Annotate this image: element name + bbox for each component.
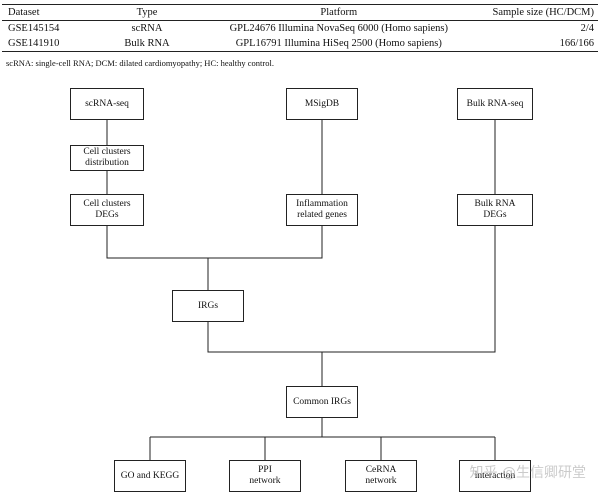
box-label-line1: Cell clusters (83, 199, 131, 209)
box-label-line2: network (365, 476, 397, 486)
box-label-line1: CeRNA (365, 465, 397, 475)
box-label: Bulk RNA-seq (466, 98, 524, 109)
cell-type: Bulk RNA (124, 38, 170, 49)
box-label: MSigDB (304, 98, 340, 109)
box-msigdb: MSigDB (286, 88, 358, 120)
cell-dataset: GSE145154 (8, 23, 60, 34)
dataset-table: Dataset Type Platform Sample size (HC/DC… (2, 4, 598, 52)
box-common-irgs: Common IRGs (286, 386, 358, 418)
box-label-line2: related genes (297, 210, 347, 220)
cell-dataset: GSE141910 (8, 38, 60, 49)
cell-platform: GPL16791 Illumina HiSeq 2500 (Homo sapie… (235, 38, 442, 49)
box-label-line1: PPI (258, 465, 272, 475)
box-cell-clusters-degs: Cell clusters DEGs (70, 194, 144, 226)
box-label-line2: network (249, 476, 281, 486)
box-label-line1: Cell clusters (83, 147, 131, 157)
box-irgs: IRGs (172, 290, 244, 322)
box-interaction: interaction (459, 460, 531, 492)
header-sample-size: Sample size (HC/DCM) (492, 7, 595, 18)
box-label: Common IRGs (293, 396, 351, 407)
box-label: IRGs (197, 300, 219, 311)
cell-type: scRNA (131, 23, 163, 34)
cell-sample-size: 2/4 (580, 23, 594, 34)
table-top-rule (2, 4, 598, 5)
table-row: GSE141910 Bulk RNA GPL16791 Illumina HiS… (2, 36, 598, 51)
watermark: 知乎 @生信卿研堂 (469, 465, 586, 481)
box-bulk-rna-seq: Bulk RNA-seq (457, 88, 533, 120)
box-label: scRNA-seq (85, 98, 129, 109)
table-header-rule (2, 20, 598, 21)
box-label-line2: DEGs (95, 210, 119, 220)
cell-platform: GPL24676 Illumina NovaSeq 6000 (Homo sap… (229, 23, 449, 34)
box-cerna-network: CeRNA network (345, 460, 417, 492)
table-footnote: scRNA: single-cell RNA; DCM: dilated car… (6, 58, 274, 68)
box-cell-clusters-distribution: Cell clusters distribution (70, 145, 144, 171)
box-bulk-rna-degs: Bulk RNA DEGs (457, 194, 533, 226)
cell-sample-size: 166/166 (559, 38, 594, 49)
connector-merge-to-irgs (106, 226, 323, 259)
table-header-row: Dataset Type Platform Sample size (HC/DC… (2, 5, 598, 20)
box-label: GO and KEGG (120, 470, 180, 481)
box-label-line2: distribution (85, 158, 129, 168)
box-label-line1: Bulk RNA (474, 199, 516, 209)
box-inflammation-genes: Inflammation related genes (286, 194, 358, 226)
header-type: Type (136, 7, 158, 18)
box-scrna-seq: scRNA-seq (70, 88, 144, 120)
box-label-line2: DEGs (483, 210, 507, 220)
connector-irgs-bulk-merge (207, 226, 496, 353)
box-label-line2: interaction (474, 470, 516, 481)
box-label-line1: Inflammation (296, 199, 348, 209)
header-platform: Platform (320, 7, 358, 18)
box-ppi-network: PPI network (229, 460, 301, 492)
table-bottom-rule (2, 51, 598, 52)
box-go-kegg: GO and KEGG (114, 460, 186, 492)
table-row: GSE145154 scRNA GPL24676 Illumina NovaSe… (2, 21, 598, 36)
header-dataset: Dataset (8, 7, 40, 18)
